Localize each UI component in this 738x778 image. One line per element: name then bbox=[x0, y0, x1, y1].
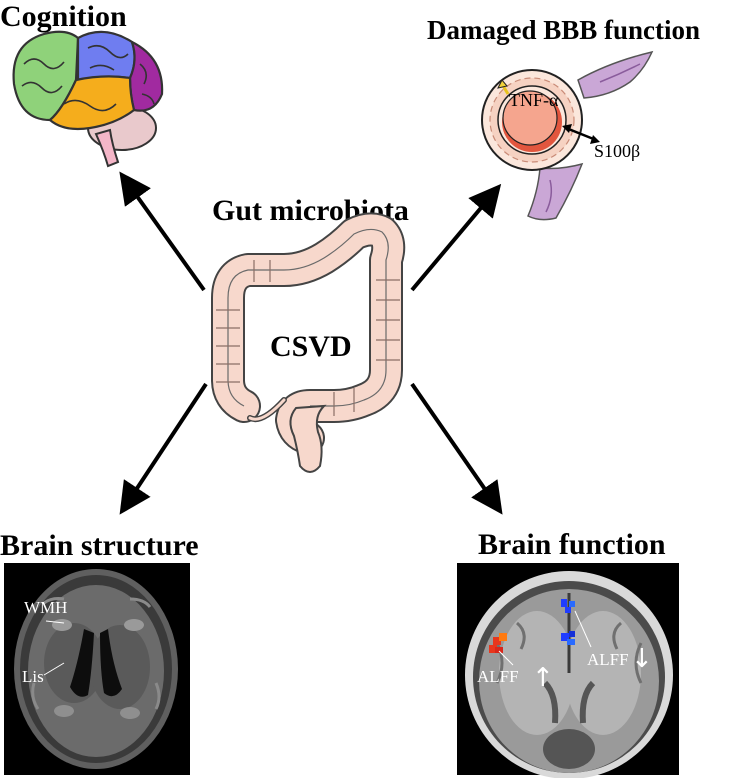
brain-illustration bbox=[12, 30, 164, 168]
arrow-to-cognition bbox=[119, 171, 206, 292]
csvd-label: CSVD bbox=[270, 330, 352, 363]
wmh-label: WMH bbox=[24, 598, 68, 617]
arrow-to-bbb bbox=[410, 183, 502, 292]
arrow-to-brain-structure bbox=[119, 382, 208, 515]
colon-illustration bbox=[211, 212, 406, 473]
lateral-ventricles bbox=[70, 629, 122, 697]
up-arrow-icon: ↑ bbox=[532, 663, 554, 693]
rectum bbox=[289, 404, 327, 473]
tnf-alpha-label: TNF-α bbox=[509, 90, 559, 110]
bbb-title: Damaged BBB function bbox=[427, 15, 701, 45]
brain-structure-mri bbox=[4, 563, 190, 775]
brain-function-title: Brain function bbox=[478, 528, 666, 561]
alff-increase-label: ALFF bbox=[477, 667, 519, 686]
bbb-vessel-illustration bbox=[481, 50, 654, 221]
down-arrow-icon: ↓ bbox=[631, 644, 653, 674]
activation-decrease bbox=[561, 599, 575, 645]
lis-label: Lis bbox=[22, 667, 44, 686]
arrow-to-brain-function bbox=[410, 382, 503, 515]
activation-increase bbox=[489, 633, 507, 653]
brain-structure-title: Brain structure bbox=[0, 529, 199, 562]
astrocyte-foot-bottom bbox=[527, 162, 584, 221]
s100-beta-label: S100β bbox=[594, 141, 641, 161]
alff-decrease-label: ALFF bbox=[587, 650, 629, 669]
cognition-title: Cognition bbox=[0, 0, 127, 33]
brain-function-fmri bbox=[457, 563, 679, 778]
